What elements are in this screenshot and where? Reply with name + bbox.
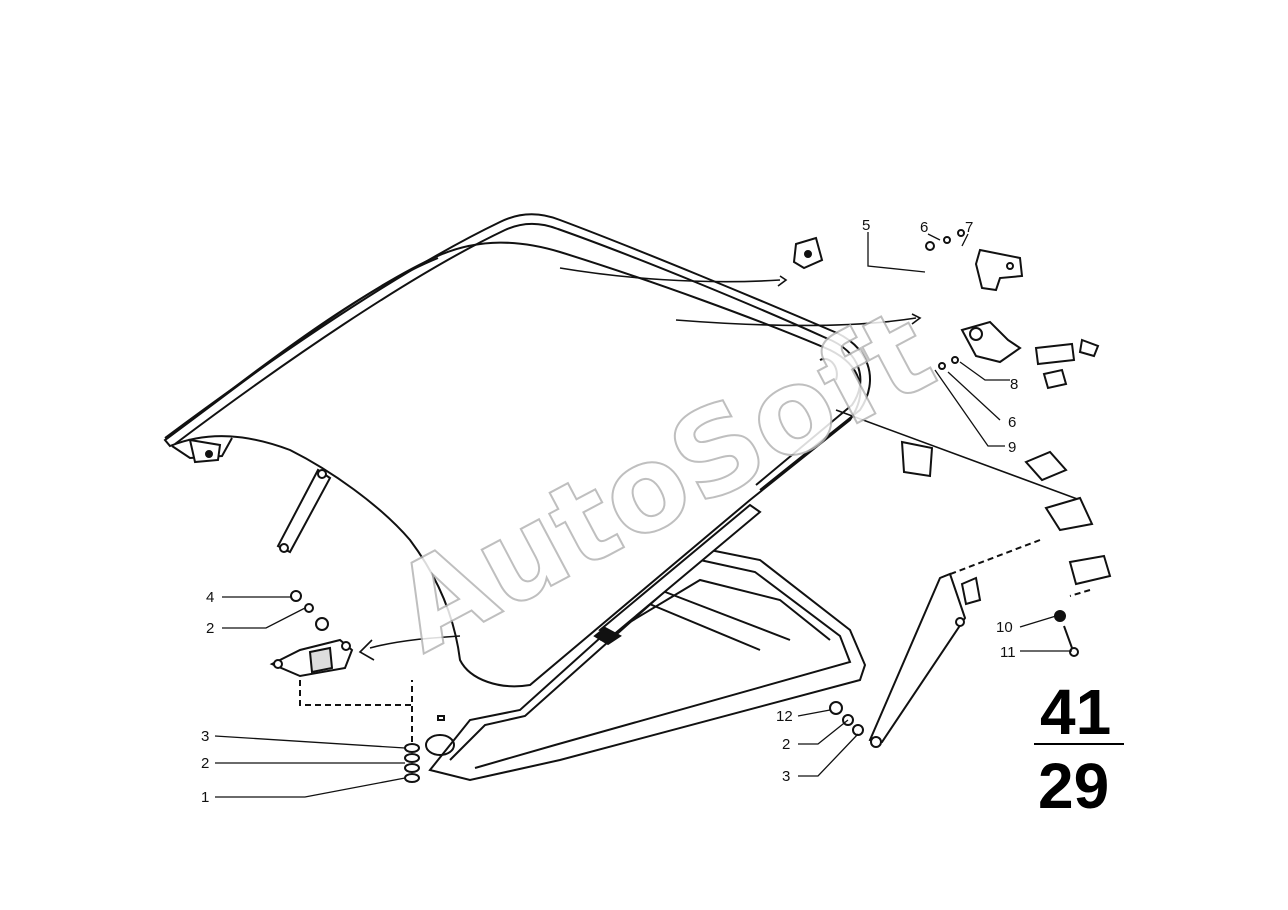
section-number: 41 29 — [1034, 676, 1124, 822]
callout-bottom-2: 2 — [782, 736, 790, 753]
callout-top-6: 6 — [920, 219, 928, 236]
section-group: 41 — [1040, 676, 1111, 748]
lock-striker-bracket — [925, 229, 1024, 292]
callout-right-10: 10 — [996, 619, 1013, 636]
body-drain-hole — [425, 734, 455, 756]
rubber-buffer-top — [792, 236, 824, 270]
lock-cylinder — [1034, 338, 1100, 390]
right-hinge-arm — [829, 572, 967, 748]
right-nut — [829, 701, 843, 715]
leader-lines — [214, 232, 1072, 798]
deck-lid — [163, 241, 862, 688]
callout-right-6: 6 — [1008, 414, 1016, 431]
lid-cables — [358, 267, 1081, 661]
callout-right-11: 11 — [1000, 644, 1016, 661]
callout-left-1: 1 — [201, 789, 209, 806]
right-washer-2 — [852, 724, 864, 736]
right-bolt-stack — [1054, 610, 1079, 657]
callout-bottom-3: 3 — [782, 768, 790, 785]
callout-right-9: 9 — [1008, 439, 1016, 456]
callout-left-2a: 2 — [206, 620, 214, 637]
latch-parts — [900, 440, 1112, 606]
left-bolt — [290, 590, 302, 602]
callout-top-5: 5 — [862, 217, 870, 234]
callout-left-4: 4 — [206, 589, 214, 606]
left-nut — [315, 617, 329, 631]
callout-labels: 4 2 3 2 1 5 6 7 8 6 9 10 11 12 2 3 — [201, 217, 1018, 806]
left-hinge-bracket — [269, 590, 420, 783]
callout-left-2b: 2 — [201, 755, 209, 772]
callout-right-8: 8 — [1010, 376, 1018, 393]
lid-frame-tube — [164, 213, 871, 491]
callout-top-7: 7 — [965, 219, 973, 236]
callout-left-3: 3 — [201, 728, 209, 745]
callout-bottom-12: 12 — [776, 708, 793, 725]
body-opening-frame — [425, 546, 867, 782]
section-subgroup: 29 — [1038, 750, 1109, 822]
left-hinge-arm — [276, 468, 332, 554]
lock-assembly — [938, 320, 1022, 370]
left-washer — [304, 603, 314, 613]
